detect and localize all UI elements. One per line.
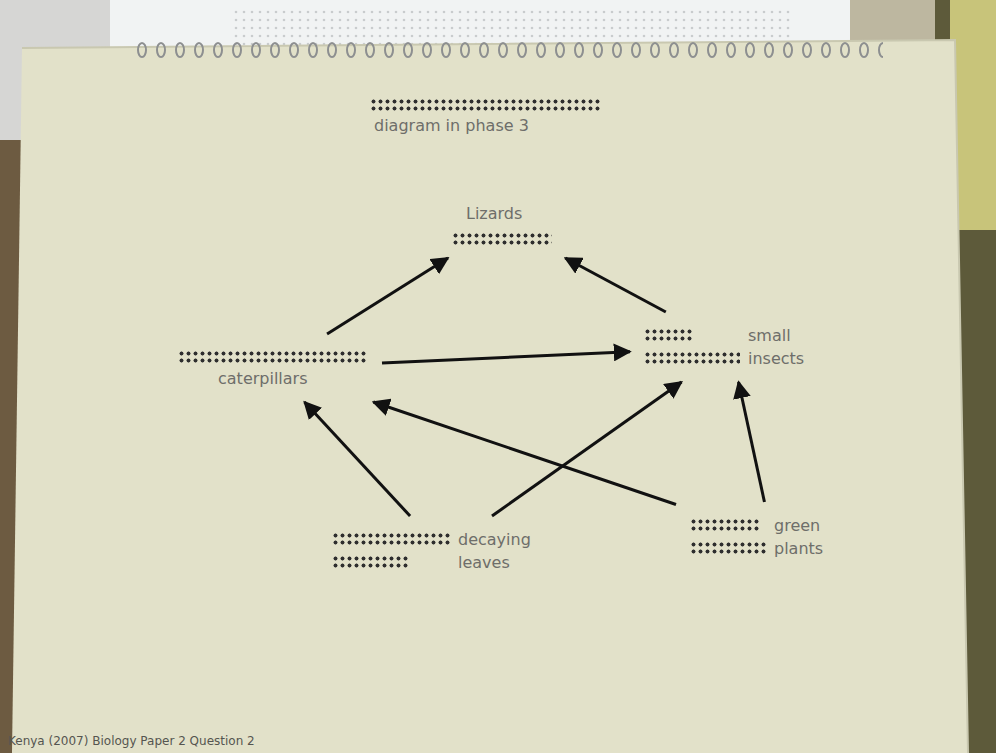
braille-dots xyxy=(332,555,408,569)
food-chain-arrow xyxy=(327,258,448,334)
food-chain-arrow xyxy=(739,382,765,502)
text-group: green plants xyxy=(774,514,854,560)
braille-block xyxy=(178,346,368,364)
diagram-title: diagram in phase 3 xyxy=(370,114,529,137)
food-web-node: small insects xyxy=(638,320,824,374)
organism-name: caterpillars xyxy=(178,367,308,390)
food-chain-arrow xyxy=(382,352,630,363)
paper-rim xyxy=(22,40,968,753)
braille-dots xyxy=(178,350,368,364)
paper-sheet xyxy=(12,40,968,753)
food-web-node: decaying leaves xyxy=(326,524,559,578)
braille-dots xyxy=(690,541,766,555)
spiral-binding xyxy=(128,38,883,58)
braille-block xyxy=(690,514,766,555)
food-web-node: green plants xyxy=(684,510,860,564)
braille-dots xyxy=(332,532,450,546)
braille-dots xyxy=(690,518,760,532)
braille-dots xyxy=(644,351,740,365)
braille-dots xyxy=(370,98,600,112)
text-group: small insects xyxy=(748,324,818,370)
braille-block xyxy=(332,528,450,569)
braille-block xyxy=(452,228,552,246)
braille-dots xyxy=(452,232,552,246)
food-chain-arrow xyxy=(565,258,666,312)
organism-name: small insects xyxy=(748,324,818,370)
organism-name: decaying leaves xyxy=(458,528,553,574)
food-chain-arrow xyxy=(304,402,410,516)
text-group: Lizards xyxy=(452,202,522,225)
text-group: decaying leaves xyxy=(458,528,553,574)
food-web-node: caterpillars xyxy=(172,342,374,394)
text-group: caterpillars xyxy=(178,367,308,390)
braille-block xyxy=(644,324,740,365)
source-note: Kenya (2007) Biology Paper 2 Question 2 xyxy=(8,734,255,748)
braille-dots xyxy=(644,328,692,342)
organism-name: Lizards xyxy=(452,202,522,225)
organism-name: green plants xyxy=(774,514,854,560)
food-web-node: Lizards xyxy=(446,198,558,250)
title-block: diagram in phase 3 xyxy=(370,98,600,137)
food-chain-arrow xyxy=(373,402,676,504)
